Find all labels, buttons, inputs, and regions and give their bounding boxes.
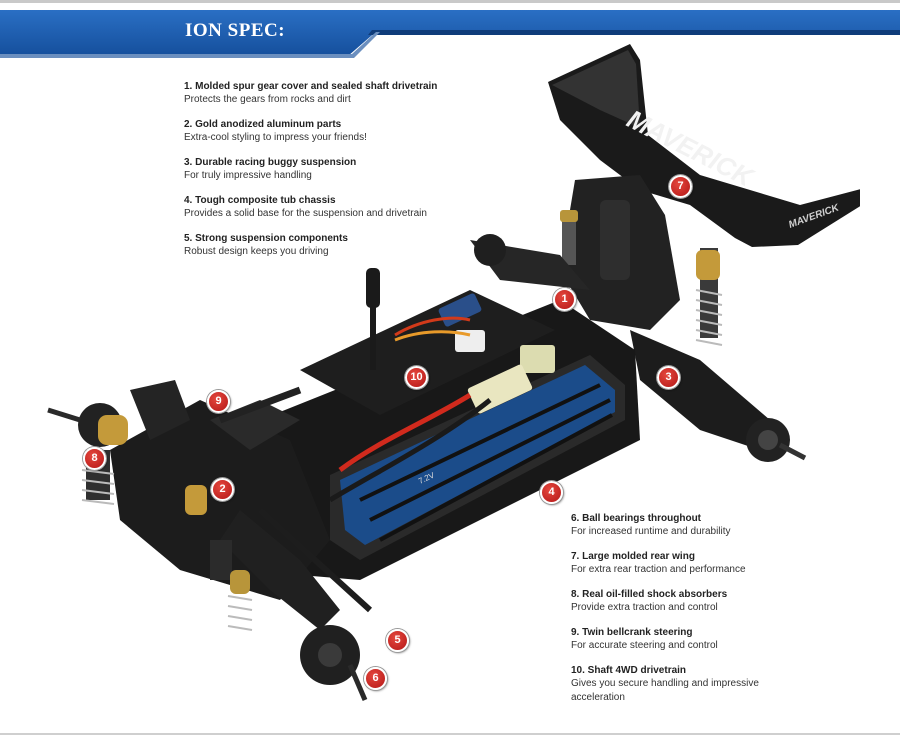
spec-title: 8. Real oil-filled shock absorbers — [571, 589, 728, 600]
spec-item: 1. Molded spur gear cover and sealed sha… — [184, 80, 484, 107]
rear-suspension — [470, 234, 807, 462]
spec-title: 7. Large molded rear wing — [571, 551, 695, 562]
spec-title: 5. Strong suspension components — [184, 233, 348, 244]
callout-5: 5 — [386, 629, 409, 652]
buggy-illustration: MAVERICK MAVERICK 7.2V — [47, 44, 860, 701]
rear-gearbox — [560, 175, 680, 330]
spec-desc: Gives you secure handling and impressive… — [571, 678, 759, 703]
callout-8: 8 — [83, 447, 106, 470]
callout-2: 2 — [211, 478, 234, 501]
callout-7: 7 — [669, 175, 692, 198]
spec-title: 3. Durable racing buggy suspension — [184, 157, 357, 168]
spec-desc: For extra rear traction and performance — [571, 564, 746, 575]
callout-9: 9 — [207, 390, 230, 413]
spec-desc: For truly impressive handling — [184, 170, 312, 181]
spec-desc: Extra-cool styling to impress your frien… — [184, 132, 367, 143]
spec-item: 4. Tough composite tub chassis Provides … — [184, 194, 484, 221]
callout-3: 3 — [657, 366, 680, 389]
spec-item: 6. Ball bearings throughout For increase… — [571, 512, 871, 539]
rear-shocks — [560, 210, 723, 346]
spec-title: 6. Ball bearings throughout — [571, 513, 702, 524]
spec-item: 5. Strong suspension components Robust d… — [184, 232, 484, 259]
spec-item: 9. Twin bellcrank steering For accurate … — [571, 626, 871, 653]
spec-desc: Robust design keeps you driving — [184, 246, 329, 257]
callout-4: 4 — [540, 481, 563, 504]
spec-title: 9. Twin bellcrank steering — [571, 627, 693, 638]
spec-title: 1. Molded spur gear cover and sealed sha… — [184, 81, 438, 92]
spec-title: 2. Gold anodized aluminum parts — [184, 119, 342, 130]
spec-desc: Protects the gears from rocks and dirt — [184, 94, 351, 105]
electronics — [300, 268, 555, 503]
header-banner — [0, 10, 900, 58]
callout-6: 6 — [364, 667, 387, 690]
spec-item: 2. Gold anodized aluminum parts Extra-co… — [184, 118, 484, 145]
spec-desc: For increased runtime and durability — [571, 526, 731, 537]
callout-10: 10 — [405, 366, 428, 389]
spec-list-left: 1. Molded spur gear cover and sealed sha… — [184, 80, 484, 270]
spec-item: 8. Real oil-filled shock absorbers Provi… — [571, 588, 871, 615]
spec-desc: Provides a solid base for the suspension… — [184, 208, 427, 219]
callout-1: 1 — [553, 288, 576, 311]
bottom-rule — [0, 733, 900, 735]
spec-item: 7. Large molded rear wing For extra rear… — [571, 550, 871, 577]
spec-item: 10. Shaft 4WD drivetrain Gives you secur… — [571, 664, 871, 705]
spec-desc: Provide extra traction and control — [571, 602, 718, 613]
spec-title: 10. Shaft 4WD drivetrain — [571, 665, 687, 676]
spec-item: 3. Durable racing buggy suspension For t… — [184, 156, 484, 183]
spec-list-right: 6. Ball bearings throughout For increase… — [571, 512, 871, 716]
page-title: ION SPEC: — [185, 20, 286, 41]
spec-desc: For accurate steering and control — [571, 640, 718, 651]
spec-title: 4. Tough composite tub chassis — [184, 195, 336, 206]
top-rule — [0, 0, 900, 3]
